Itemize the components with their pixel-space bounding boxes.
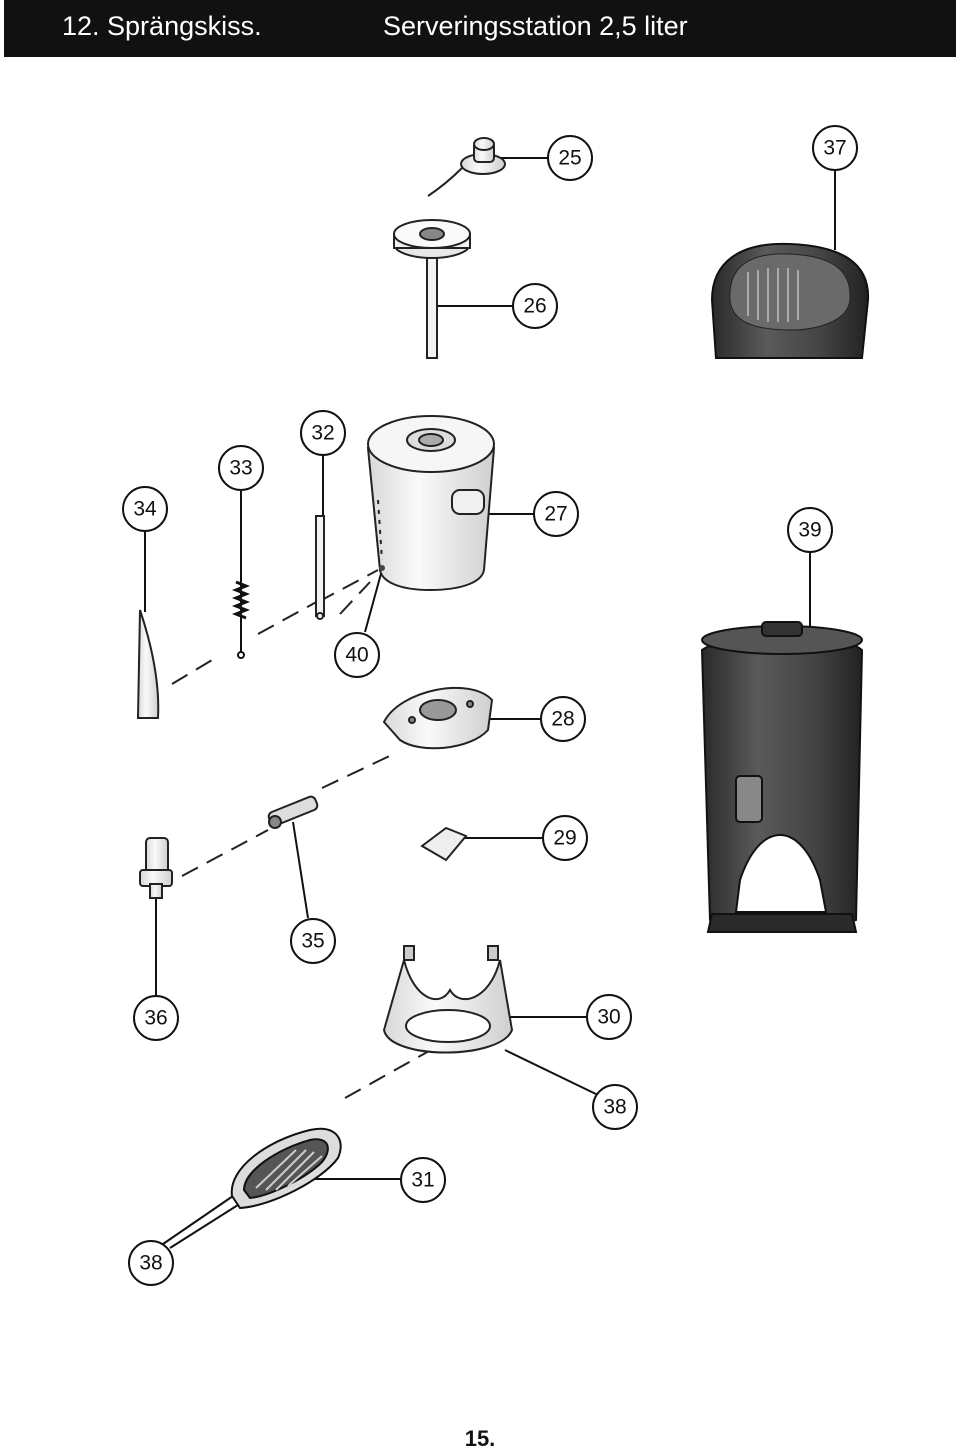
callout-label: 37 — [823, 137, 846, 160]
callout-label: 40 — [345, 644, 368, 667]
part-35-valve — [267, 795, 319, 829]
part-33-cleaning-brush — [231, 580, 251, 659]
document-title: Serveringsstation 2,5 liter — [383, 11, 688, 41]
callout-label: 38 — [603, 1096, 626, 1119]
part-28-base-plate — [382, 686, 494, 750]
part-37-outer-lid — [710, 242, 870, 359]
callout-label: 30 — [597, 1006, 620, 1029]
callout-label: 34 — [133, 498, 157, 521]
callout-label: 25 — [558, 147, 581, 170]
callout-label: 39 — [798, 519, 821, 542]
callout-label: 33 — [229, 457, 252, 480]
part-31-drip-tray — [230, 1127, 342, 1210]
part-36-tap — [139, 837, 173, 899]
part-32-rod — [315, 515, 325, 620]
callout-label: 29 — [553, 827, 576, 850]
part-25-cap — [427, 137, 506, 197]
part-29-clip — [420, 826, 468, 862]
part-27-inner-container — [366, 415, 496, 592]
callout-label: 28 — [551, 708, 574, 731]
part-26-lid-with-tube — [393, 219, 471, 359]
callout-label: 36 — [144, 1007, 167, 1030]
part-34-spout-guard — [136, 609, 160, 719]
callout-label: 27 — [544, 503, 567, 526]
part-39-assembled-station — [700, 621, 864, 933]
page-header: 12. Sprängskiss. Serveringsstation 2,5 l… — [4, 0, 956, 57]
assembly-guides — [171, 569, 439, 1099]
callout-label: 32 — [311, 422, 334, 445]
callout-label: 26 — [523, 295, 546, 318]
callout-circles — [122, 125, 858, 1286]
callout-label: 35 — [301, 930, 324, 953]
page-number: 15. — [464, 1426, 496, 1451]
part-40-screw — [379, 565, 385, 571]
callout-label: 31 — [411, 1169, 434, 1192]
part-30-base-stand — [382, 945, 514, 1054]
callout-label: 38 — [139, 1252, 162, 1275]
section-heading: 12. Sprängskiss. — [62, 11, 262, 41]
